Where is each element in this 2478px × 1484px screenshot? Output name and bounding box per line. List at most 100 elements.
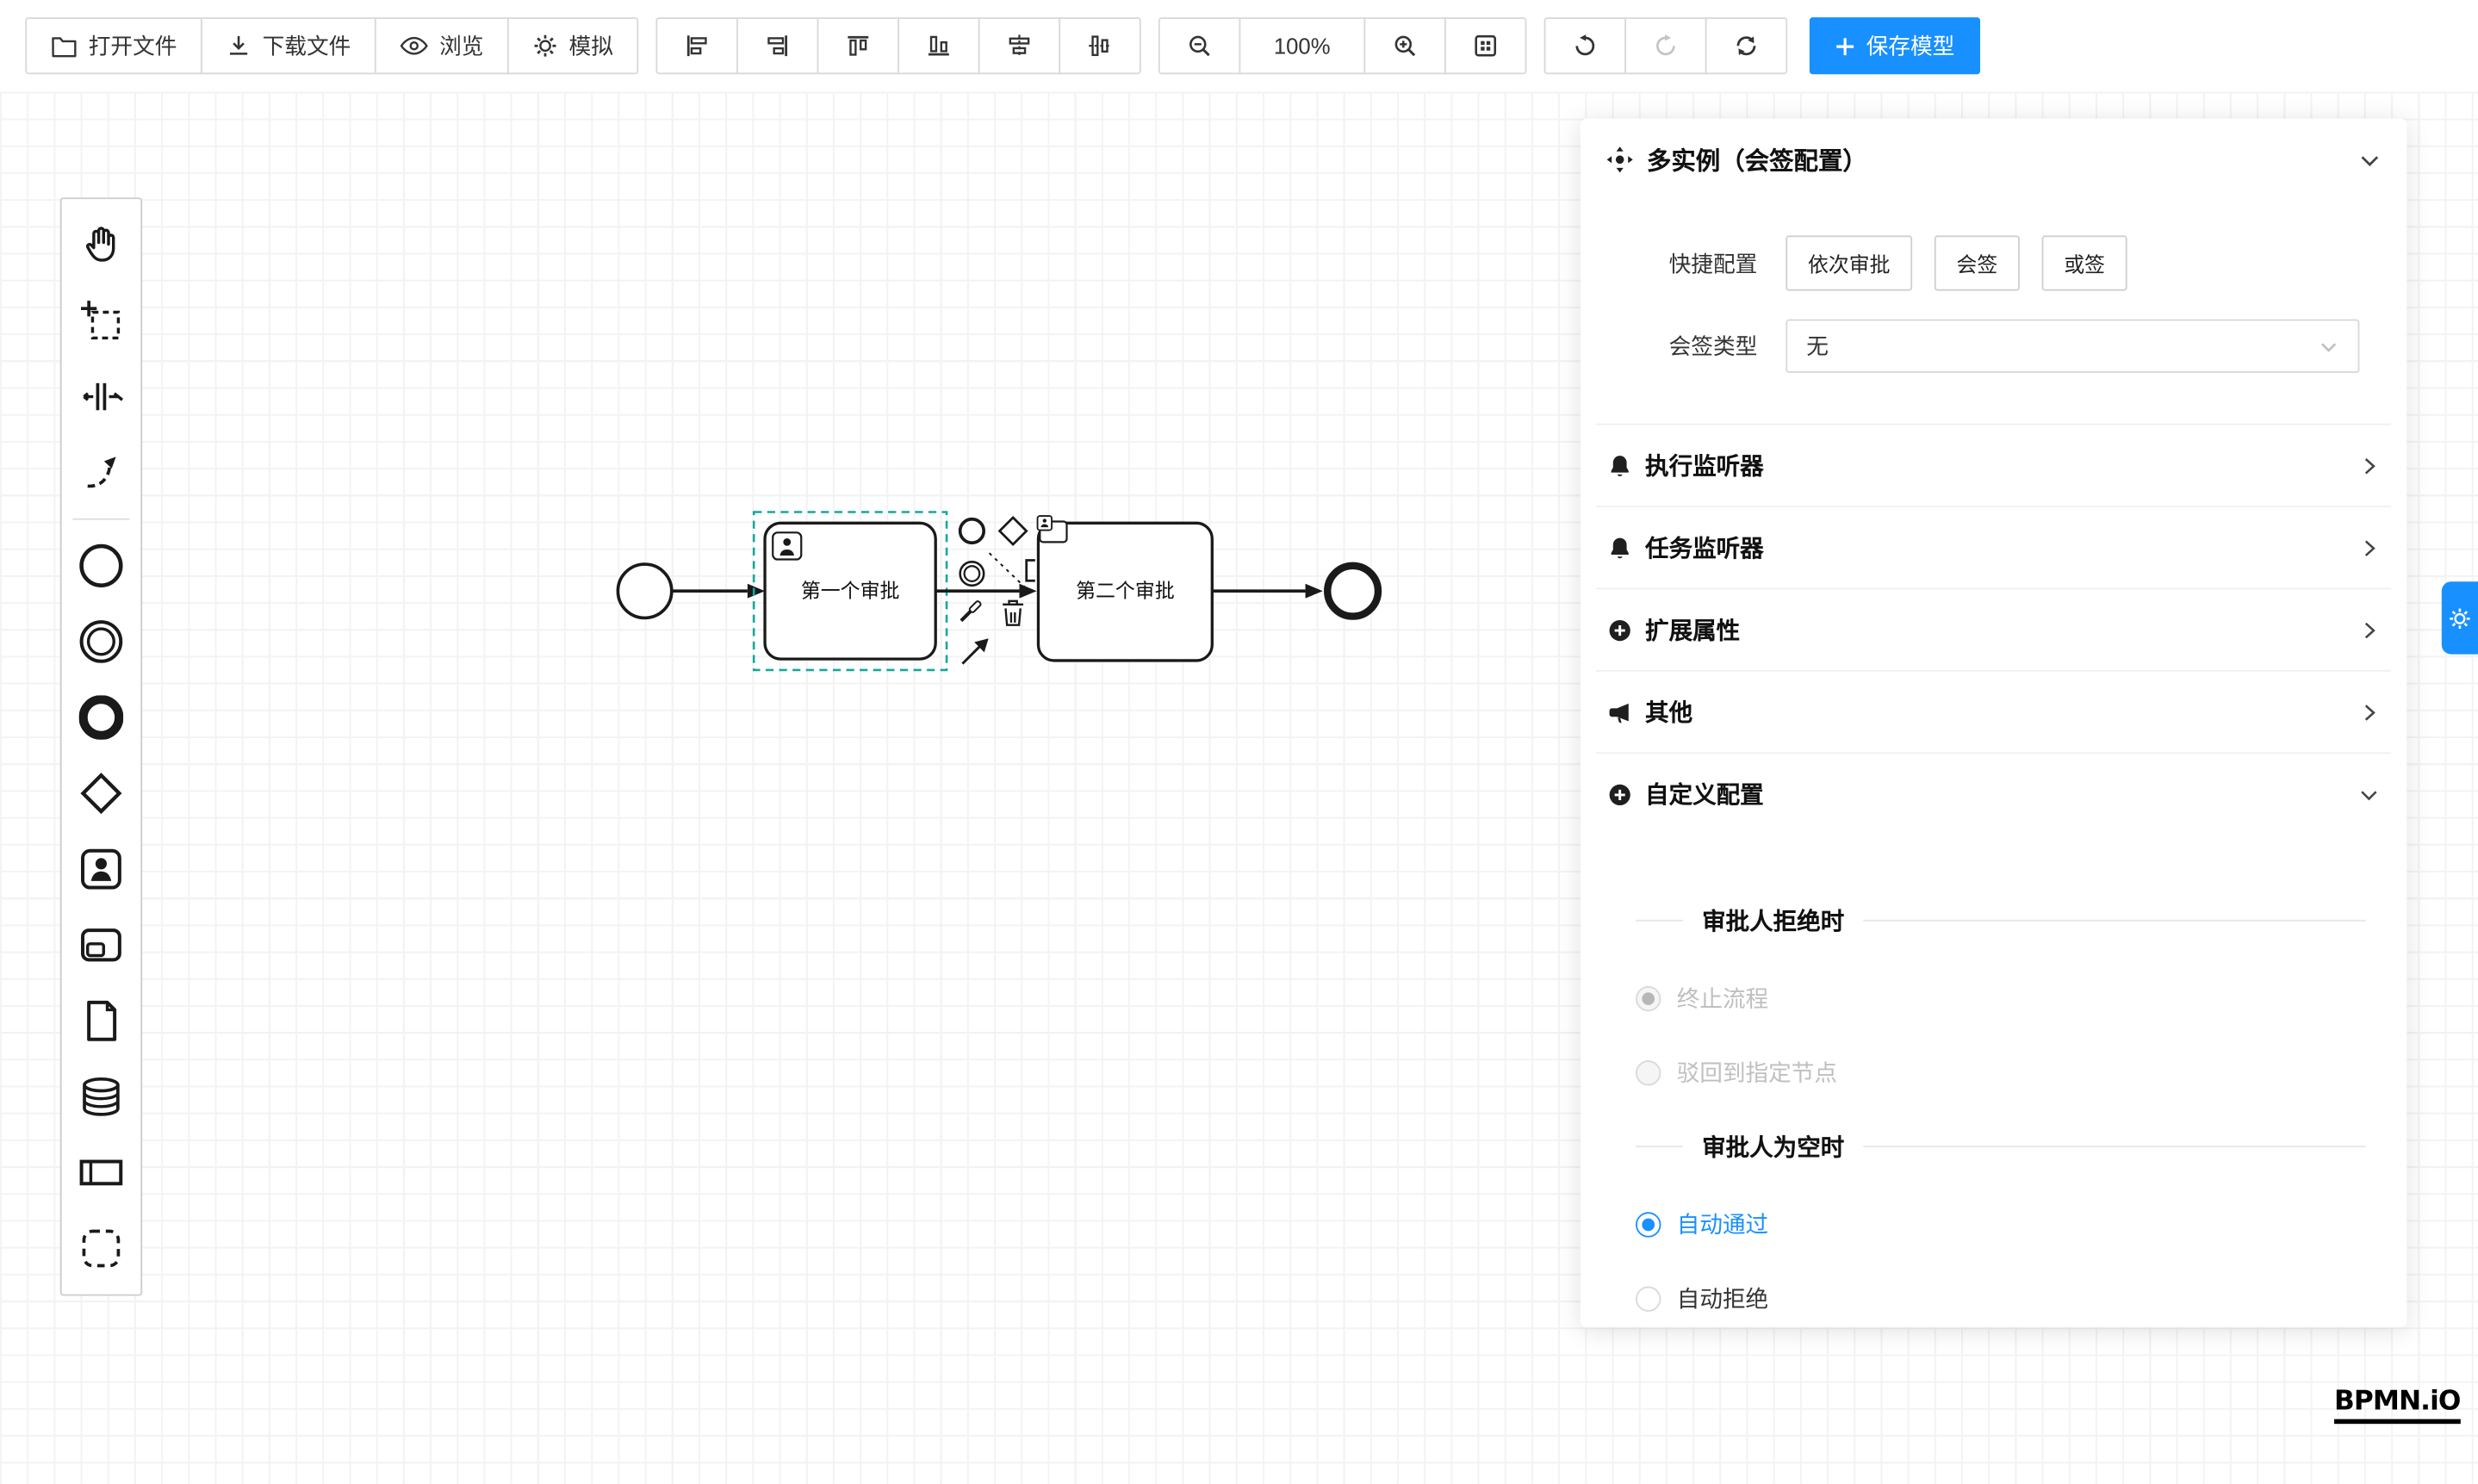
open-file-button[interactable]: 打开文件 (25, 17, 202, 75)
radio-reject-to-node[interactable]: 驳回到指定节点 (1636, 1056, 2366, 1090)
simulate-button[interactable]: 模拟 (506, 17, 639, 75)
create-gateway[interactable] (65, 755, 137, 831)
radio-button[interactable] (1636, 1285, 1661, 1311)
connect-arrow-icon (79, 450, 123, 494)
palette-separator (72, 518, 130, 520)
arrowhead (1019, 583, 1037, 599)
section-execution-listener[interactable]: 执行监听器 (1596, 423, 2392, 506)
multi-instance-header[interactable]: 多实例（会签配置） (1581, 119, 2407, 201)
zoom-button-group: 100% (1158, 17, 1527, 75)
zoom-in-button[interactable] (1363, 17, 1446, 75)
section-other[interactable]: 其他 (1596, 669, 2392, 752)
save-model-button[interactable]: 保存模型 (1809, 17, 1980, 75)
bpmn-palette (59, 197, 143, 1296)
end-event-shape[interactable] (1324, 562, 1382, 620)
intermediate-event-icon (79, 619, 123, 663)
radio-button[interactable] (1636, 1211, 1661, 1237)
create-participant[interactable] (65, 1134, 137, 1210)
create-end-event[interactable] (65, 680, 137, 755)
settings-edge-tab[interactable] (2441, 581, 2478, 655)
start-event-shape[interactable] (616, 562, 674, 620)
append-end-event-icon[interactable] (958, 517, 986, 545)
user-task-icon (772, 531, 803, 561)
chevron-right-icon (2358, 537, 2381, 559)
user-task-second[interactable]: 第二个审批 (1036, 521, 1214, 662)
delete-trash-icon[interactable] (1003, 599, 1024, 626)
append-intermediate-event-icon[interactable] (959, 560, 985, 587)
create-intermediate-event[interactable] (65, 604, 137, 680)
user-task-first[interactable]: 第一个审批 (763, 521, 937, 661)
quick-option-orsign[interactable]: 或签 (2041, 235, 2127, 291)
preview-button[interactable]: 浏览 (374, 17, 509, 75)
section-task-listener[interactable]: 任务监听器 (1596, 506, 2392, 587)
append-user-task-icon[interactable] (1036, 515, 1068, 543)
align-left-icon (684, 34, 709, 59)
pool-icon (79, 1151, 123, 1195)
radio-terminate-process[interactable]: 终止流程 (1636, 981, 2366, 1015)
append-text-annotation-icon[interactable] (1025, 559, 1035, 582)
align-top-icon (846, 34, 871, 59)
align-bottom-button[interactable] (897, 17, 980, 75)
radio-label: 自动拒绝 (1676, 1288, 1769, 1313)
zoom-out-button[interactable] (1158, 17, 1241, 75)
preview-label: 浏览 (439, 33, 484, 59)
global-connect-tool[interactable] (65, 435, 137, 511)
zoom-in-icon (1392, 34, 1417, 59)
chevron-right-icon (2358, 618, 2381, 641)
radio-label: 终止流程 (1676, 987, 1769, 1014)
create-subprocess[interactable] (65, 907, 137, 983)
folder-icon (51, 34, 78, 58)
history-button-group (1543, 17, 1787, 75)
lasso-tool[interactable] (65, 283, 137, 358)
chevron-down-icon[interactable] (2358, 148, 2382, 172)
reject-divider-title: 审批人拒绝时 (1702, 909, 1845, 936)
hand-tool[interactable] (65, 207, 137, 283)
bpmn-io-logo[interactable]: BPMN.iO (2334, 1386, 2461, 1425)
space-tool[interactable] (65, 359, 137, 435)
subprocess-icon (79, 923, 123, 967)
open-file-label: 打开文件 (88, 33, 177, 59)
section-custom-config[interactable]: 自定义配置 (1596, 752, 2392, 834)
download-file-label: 下载文件 (262, 33, 351, 59)
align-top-button[interactable] (817, 17, 900, 75)
sign-type-row: 会签类型 无 (1628, 319, 2360, 374)
align-center-vertical-button[interactable] (1059, 17, 1141, 75)
section-label: 其他 (1645, 699, 1693, 728)
sign-type-select[interactable]: 无 (1786, 319, 2360, 374)
quick-option-sequential[interactable]: 依次审批 (1786, 235, 1913, 291)
section-label: 自定义配置 (1645, 782, 1764, 810)
append-gateway-icon[interactable] (997, 515, 1028, 547)
align-right-button[interactable] (736, 17, 819, 75)
arrowhead (1305, 583, 1323, 599)
redo-button[interactable] (1624, 17, 1707, 75)
chevron-right-icon (2358, 455, 2381, 477)
create-group[interactable] (65, 1210, 137, 1286)
create-user-task[interactable] (65, 831, 137, 907)
radio-auto-reject[interactable]: 自动拒绝 (1636, 1282, 2366, 1315)
refresh-button[interactable] (1705, 17, 1787, 75)
connect-arrow-icon[interactable] (961, 638, 989, 665)
zoom-level-display: 100% (1239, 17, 1365, 75)
radio-button[interactable] (1636, 1059, 1661, 1085)
section-label: 扩展属性 (1645, 618, 1741, 645)
download-file-button[interactable]: 下载文件 (201, 17, 376, 75)
undo-button[interactable] (1543, 17, 1626, 75)
sign-type-value: 无 (1806, 333, 1829, 359)
create-data-store[interactable] (65, 1059, 137, 1134)
create-data-object[interactable] (65, 983, 137, 1059)
section-extended-properties[interactable]: 扩展属性 (1596, 587, 2392, 670)
sign-type-label: 会签类型 (1668, 333, 1758, 359)
align-center-horizontal-button[interactable] (978, 17, 1061, 75)
radio-label: 自动通过 (1676, 1214, 1769, 1239)
toolbar: 打开文件 下载文件 浏览 模拟 (0, 0, 2478, 92)
change-type-wrench-icon[interactable] (960, 600, 982, 623)
quick-option-countersign[interactable]: 会签 (1934, 235, 2020, 291)
radio-auto-pass[interactable]: 自动通过 (1636, 1208, 2366, 1241)
radio-button[interactable] (1636, 985, 1661, 1011)
bpmn-diagram: 第一个审批 第二个审批 (616, 511, 1382, 672)
reset-view-button[interactable] (1444, 17, 1527, 75)
create-start-event[interactable] (65, 528, 137, 604)
quick-config-row: 快捷配置 依次审批 会签 或签 (1628, 235, 2360, 291)
align-left-button[interactable] (655, 17, 738, 75)
